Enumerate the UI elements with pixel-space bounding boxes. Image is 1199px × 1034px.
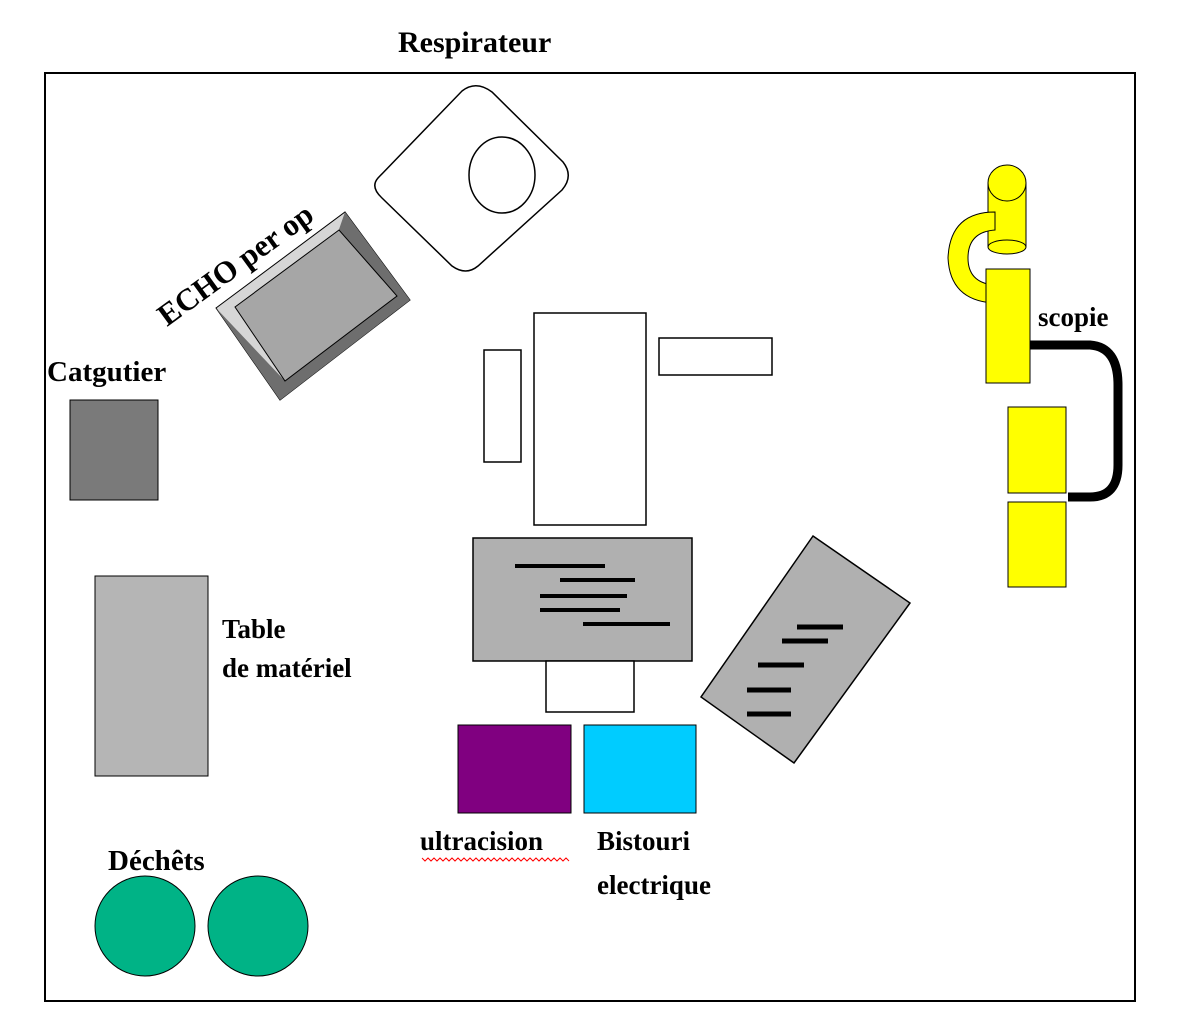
respirateur-device	[374, 85, 569, 272]
respirateur-label: Respirateur	[398, 26, 551, 59]
spell-underline	[421, 857, 570, 862]
rotated-instrument-table	[699, 534, 912, 765]
instrument-table	[472, 537, 693, 662]
echo-device	[215, 211, 411, 401]
bistouri-box	[583, 724, 697, 814]
scopie-label: scopie	[1038, 302, 1109, 332]
operating-table	[483, 312, 773, 526]
table-materiel-label-line1: Table	[222, 614, 286, 644]
dechets-bin-right	[207, 875, 309, 977]
catgutier-label: Catgutier	[47, 356, 166, 388]
scopie-device	[947, 164, 1123, 588]
room-frame	[44, 72, 1136, 1002]
table-materiel-box	[94, 575, 209, 777]
ultracision-label: ultracision	[420, 826, 543, 856]
instrument-table-step	[545, 660, 635, 713]
bistouri-label-line2: electrique	[597, 870, 711, 900]
dechets-label: Déchêts	[108, 845, 205, 877]
dechets-bin-left	[94, 875, 196, 977]
catgutier-box	[69, 399, 159, 501]
bistouri-label-line1: Bistouri	[597, 826, 691, 856]
ultracision-box	[457, 724, 572, 814]
table-materiel-label-line2: de matériel	[222, 653, 352, 683]
